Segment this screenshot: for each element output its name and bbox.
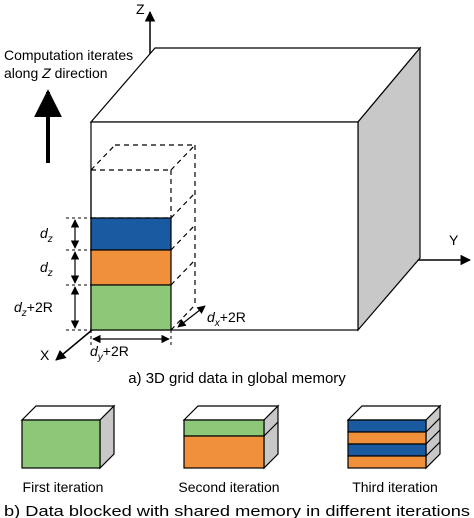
layer-green: [90, 284, 172, 331]
dz-label-1: dz: [40, 225, 53, 245]
dy-plus-label: dy+2R: [90, 343, 129, 363]
z-axis-label: Z: [136, 1, 145, 17]
dx-plus-arrow: [177, 305, 206, 328]
iteration-block-first: [20, 404, 116, 470]
iteration-block-second: [182, 404, 280, 470]
x-axis-label: X: [40, 347, 50, 363]
caption-a: a) 3D grid data in global memory: [128, 370, 346, 387]
iteration-label-third: Third iteration: [352, 479, 438, 495]
dx-plus-label: dx+2R: [207, 309, 246, 329]
iteration-block-third: [346, 404, 442, 470]
dimension-guides: [66, 217, 91, 331]
annotation-line1: Computation iterates: [4, 47, 133, 63]
x-axis-line: [55, 329, 93, 361]
y-axis-label: Y: [449, 232, 459, 248]
layer-blue: [90, 217, 172, 251]
dz-label-2: dz: [40, 259, 53, 279]
iteration-label-second: Second iteration: [178, 479, 279, 495]
iteration-label-first: First iteration: [23, 479, 104, 495]
dz-plus-label: dz+2R: [14, 299, 53, 319]
caption-b: b) Data blocked with shared memory in di…: [4, 503, 470, 518]
layer-orange: [90, 249, 172, 286]
annotation-line2: along Z direction: [4, 65, 108, 81]
